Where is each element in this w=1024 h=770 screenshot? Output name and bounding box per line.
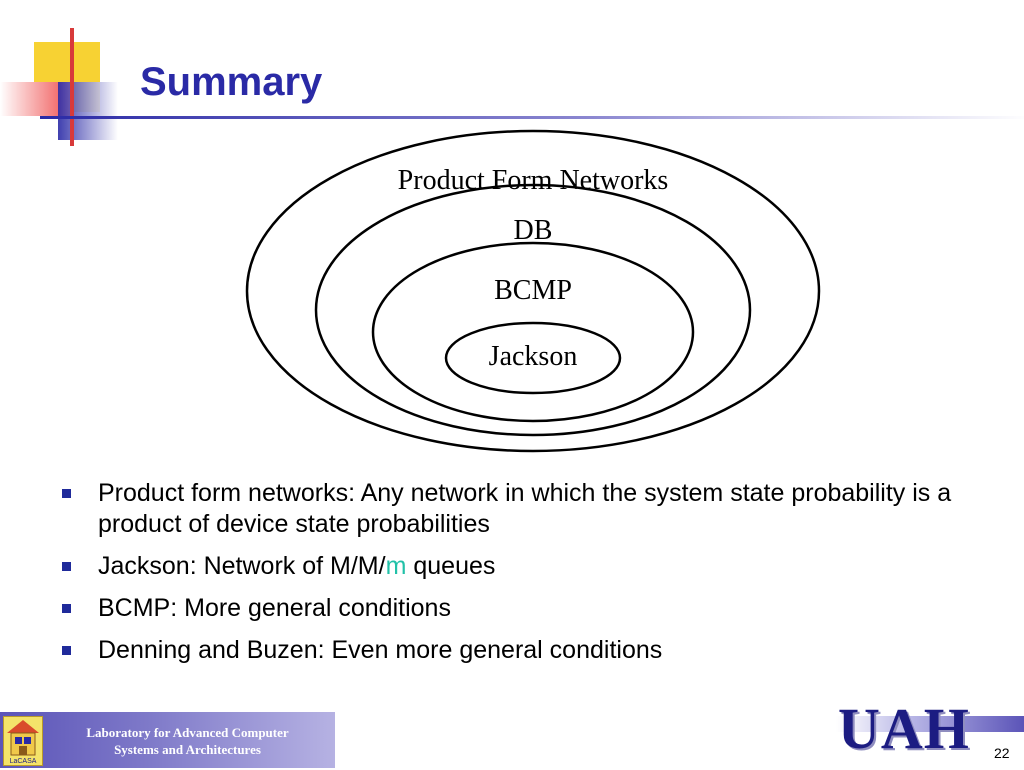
lacasa-logo-icon: LaCASA <box>3 716 43 766</box>
bullet-item: Product form networks: Any network in wh… <box>60 478 980 540</box>
bullet-square-icon <box>62 604 71 613</box>
bullet-square-icon <box>62 562 71 571</box>
lab-name: Laboratory for Advanced Computer Systems… <box>45 724 330 758</box>
page-number: 22 <box>994 745 1010 761</box>
label-bcmp: BCMP <box>494 275 572 306</box>
bullet-list: Product form networks: Any network in wh… <box>60 478 980 677</box>
lacasa-logo-text: LaCASA <box>10 758 37 765</box>
bullet-item: BCMP: More general conditions <box>60 593 980 624</box>
lab-footer-band <box>0 712 335 768</box>
lab-name-line1: Laboratory for Advanced Computer <box>86 725 289 740</box>
bullet-text: BCMP: More general conditions <box>98 594 451 622</box>
jackson-ellipse <box>444 321 622 395</box>
bullet-item: Jackson: Network of M/M/m queues <box>60 551 980 582</box>
bullet-text-prefix: Jackson: Network of M/M/ <box>98 552 386 580</box>
bullet-square-icon <box>62 646 71 655</box>
title-decoration <box>0 28 1024 146</box>
slide-title: Summary <box>140 60 323 104</box>
label-product-form-networks: Product Form Networks <box>397 165 669 196</box>
bullet-accent-m: m <box>385 552 407 580</box>
bcmp-ellipse <box>371 241 695 423</box>
bullet-text: Product form networks: Any network in wh… <box>98 479 952 538</box>
bullet-text-suffix: queues <box>406 552 496 580</box>
label-jackson: Jackson <box>488 341 578 372</box>
nested-ellipse-diagram: Product Form Networks DB BCMP Jackson <box>240 125 830 460</box>
uah-logo-bar <box>836 716 1024 732</box>
bullet-square-icon <box>62 489 71 498</box>
lab-name-line2: Systems and Architectures <box>114 742 261 757</box>
outer-ellipse <box>245 129 821 453</box>
uah-logo: UAH <box>838 696 970 761</box>
bullet-item: Denning and Buzen: Even more general con… <box>60 635 980 666</box>
db-ellipse <box>314 183 752 437</box>
label-db: DB <box>513 215 553 246</box>
bullet-text: Denning and Buzen: Even more general con… <box>98 636 663 664</box>
